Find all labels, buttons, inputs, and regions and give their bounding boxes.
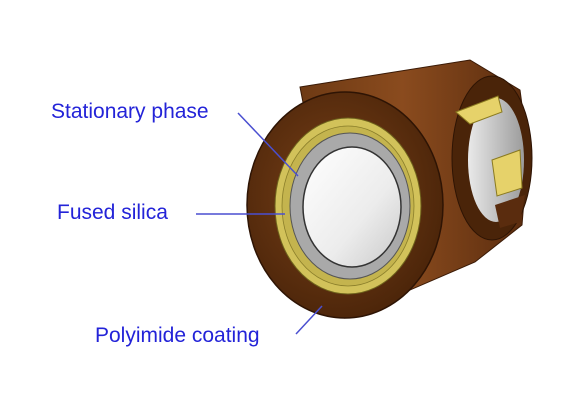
column-bore	[302, 146, 402, 268]
back-stationary-phase-chunk-right	[491, 149, 523, 197]
leader-line-polyimide-coating	[295, 305, 323, 335]
label-polyimide-coating: Polyimide coating	[95, 324, 260, 347]
back-stationary-phase-chunk-top	[455, 95, 503, 125]
back-polyimide-chunk	[495, 195, 525, 228]
leader-line-stationary-phase	[237, 112, 299, 177]
label-fused-silica: Fused silica	[57, 201, 168, 224]
label-stationary-phase: Stationary phase	[51, 100, 209, 123]
